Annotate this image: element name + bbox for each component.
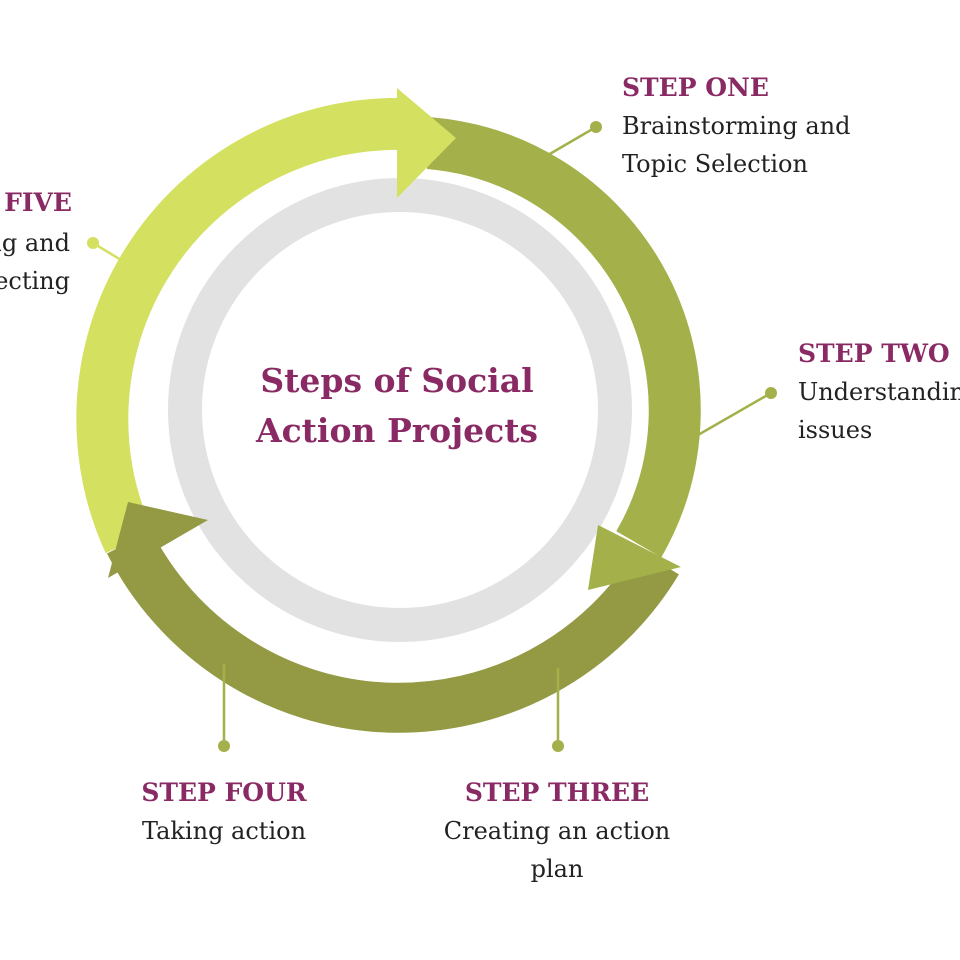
step-three-line-1: Creating an action [443, 817, 671, 845]
connector-step-three [552, 668, 564, 752]
connector-step-five [87, 237, 137, 271]
arrowhead-right [588, 525, 681, 590]
arc-step-one-two [426, 117, 701, 558]
step-one-line-2: Topic Selection [622, 150, 808, 178]
step-three-description: Creating an action plan [407, 812, 707, 888]
step-four-description: Taking action [74, 812, 374, 850]
step-four-line-1: Taking action [141, 817, 307, 845]
connector-step-two [697, 387, 777, 437]
step-two-heading: STEP TWO [798, 339, 950, 368]
step-one-heading: STEP ONE [622, 73, 769, 102]
step-two-description: Understanding issues [798, 373, 960, 449]
step-three-heading: STEP THREE [464, 778, 650, 807]
arrowhead-left [108, 502, 208, 578]
step-one-description: Brainstorming and Topic Selection [622, 107, 850, 183]
step-three-line-2: plan [530, 855, 584, 883]
step-two-line-2: issues [798, 416, 873, 444]
step-one-line-1: Brainstorming and [622, 112, 851, 140]
inner-ring [168, 178, 632, 642]
step-four-heading: STEP FOUR [141, 778, 307, 807]
connector-step-four [218, 664, 230, 752]
arrowhead-top [397, 88, 456, 198]
connector-step-one [547, 121, 602, 157]
step-five-heading: STEP FIVE [0, 188, 72, 217]
arc-step-four [107, 530, 679, 733]
step-five-clip: STEP FIVE Reflecting and Reflecting [0, 188, 72, 298]
step-five-line-1: Reflecting and [0, 229, 70, 257]
step-five-description: Reflecting and Reflecting [0, 224, 70, 298]
center-title-line-1: Steps of Social [260, 361, 533, 400]
step-two-line-1: Understanding [798, 378, 960, 406]
center-title-line-2: Action Projects [255, 411, 538, 450]
step-five-line-2: Reflecting [0, 267, 70, 295]
arc-step-five [76, 97, 405, 554]
